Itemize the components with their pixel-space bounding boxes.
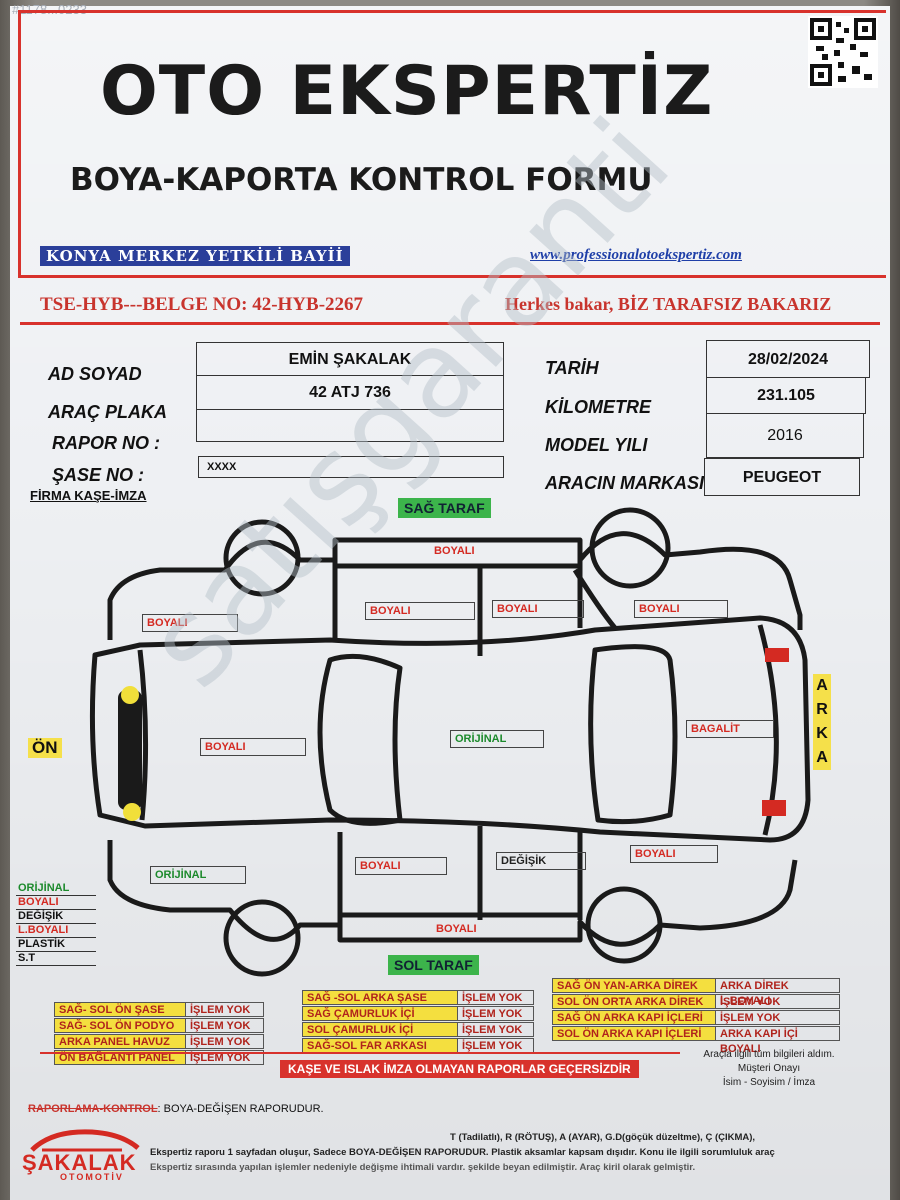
part-sol-alt: BOYALI <box>436 923 477 935</box>
plaka-field[interactable]: 42 ATJ 736 <box>196 376 504 410</box>
warning-band: KAŞE VE ISLAK İMZA OLMAYAN RAPORLAR GEÇE… <box>280 1060 639 1078</box>
sakalak-logo-icon <box>30 1129 140 1152</box>
part-sol-arka-camurluk: BOYALI <box>630 845 718 863</box>
part-kaput: BOYALI <box>200 738 306 756</box>
marka-label: ARACIN MARKASI <box>545 473 704 493</box>
fine-print: T (Tadilatlı), R (RÖTUŞ), A (AYAR), G.D(… <box>150 1132 775 1173</box>
sag-taraf-tag: SAĞ TARAF <box>398 498 491 518</box>
color-legend: ORİJİNAL BOYALI DEĞİŞİK L.BOYALI PLASTİK… <box>16 882 96 966</box>
footer-divider <box>40 1052 680 1054</box>
arka-rear-tag: A R K A <box>813 674 831 770</box>
model-yili-label: MODEL YILI <box>545 435 648 455</box>
customer-consent: Araçla ilgili tüm bilgileri aldım. Müşte… <box>703 1049 835 1088</box>
website-link[interactable]: www.professionalotoekspertiz.com <box>530 247 742 263</box>
form-title: OTO EKSPERTİZ <box>100 52 714 131</box>
part-sag-arka-camurluk: BOYALI <box>634 600 728 618</box>
legend-orijinal: ORİJİNAL <box>16 882 96 896</box>
part-tavan: ORİJİNAL <box>450 730 544 748</box>
part-sag-arka-kapi: BOYALI <box>492 600 584 618</box>
ad-soyad-label: AD SOYAD <box>48 364 142 384</box>
firma-stamp-label: FİRMA KAŞE-İMZA <box>30 488 147 503</box>
divider <box>20 322 880 325</box>
model-yili-field[interactable]: 2016 <box>706 414 864 458</box>
kilometre-label: KİLOMETRE <box>545 397 651 417</box>
legend-st: S.T <box>16 952 96 966</box>
part-sol-on-camurluk: ORİJİNAL <box>150 866 246 884</box>
header-frame <box>18 10 886 278</box>
logo-subtitle: OTOMOTİV <box>60 1172 124 1182</box>
part-sag-ust: BOYALI <box>434 545 475 557</box>
plaka-label: ARAÇ PLAKA <box>48 402 167 422</box>
tarih-label: TARİH <box>545 358 599 378</box>
qr-code-icon <box>808 16 878 88</box>
part-sol-on-kapi: BOYALI <box>355 857 447 875</box>
sase-field[interactable]: XXXX <box>198 456 504 478</box>
dealer-badge: KONYA MERKEZ YETKİLİ BAYİİ <box>40 246 350 266</box>
marka-field[interactable]: PEUGEOT <box>704 458 860 496</box>
legend-degisik: DEĞİŞİK <box>16 910 96 924</box>
slogan: Herkes bakar, BİZ TARAFSIZ BAKARIZ <box>505 294 832 314</box>
tarih-field[interactable]: 28/02/2024 <box>706 340 870 378</box>
rapor-field[interactable] <box>196 410 504 442</box>
part-sag-on-camurluk: BOYALI <box>142 614 238 632</box>
part-sag-on-kapi: BOYALI <box>365 602 475 620</box>
form-subtitle: BOYA-KAPORTA KONTROL FORMU <box>70 162 653 198</box>
part-sol-arka-kapi: DEĞİŞİK <box>496 852 586 870</box>
document-number: TSE-HYB---BELGE NO: 42-HYB-2267 <box>40 294 364 315</box>
reporting-control: RAPORLAMA-KONTROL: BOYA-DEĞİŞEN RAPORUDU… <box>28 1103 324 1115</box>
corner-code: #1178...0233 <box>12 2 87 17</box>
legend-plastik: PLASTİK <box>16 938 96 952</box>
part-bagaj: BAGALİT <box>686 720 774 738</box>
logo-name: ŞAKALAK <box>22 1150 137 1175</box>
on-front-tag: ÖN <box>28 738 62 758</box>
kilometre-field[interactable]: 231.105 <box>706 378 866 414</box>
sol-taraf-tag: SOL TARAF <box>388 955 479 975</box>
sase-label: ŞASE NO : <box>52 465 145 485</box>
rapor-label: RAPOR NO : <box>52 433 160 453</box>
legend-boyali: BOYALI <box>16 896 96 910</box>
ad-soyad-field[interactable]: EMİN ŞAKALAK <box>196 342 504 376</box>
legend-lboyali: L.BOYALI <box>16 924 96 938</box>
